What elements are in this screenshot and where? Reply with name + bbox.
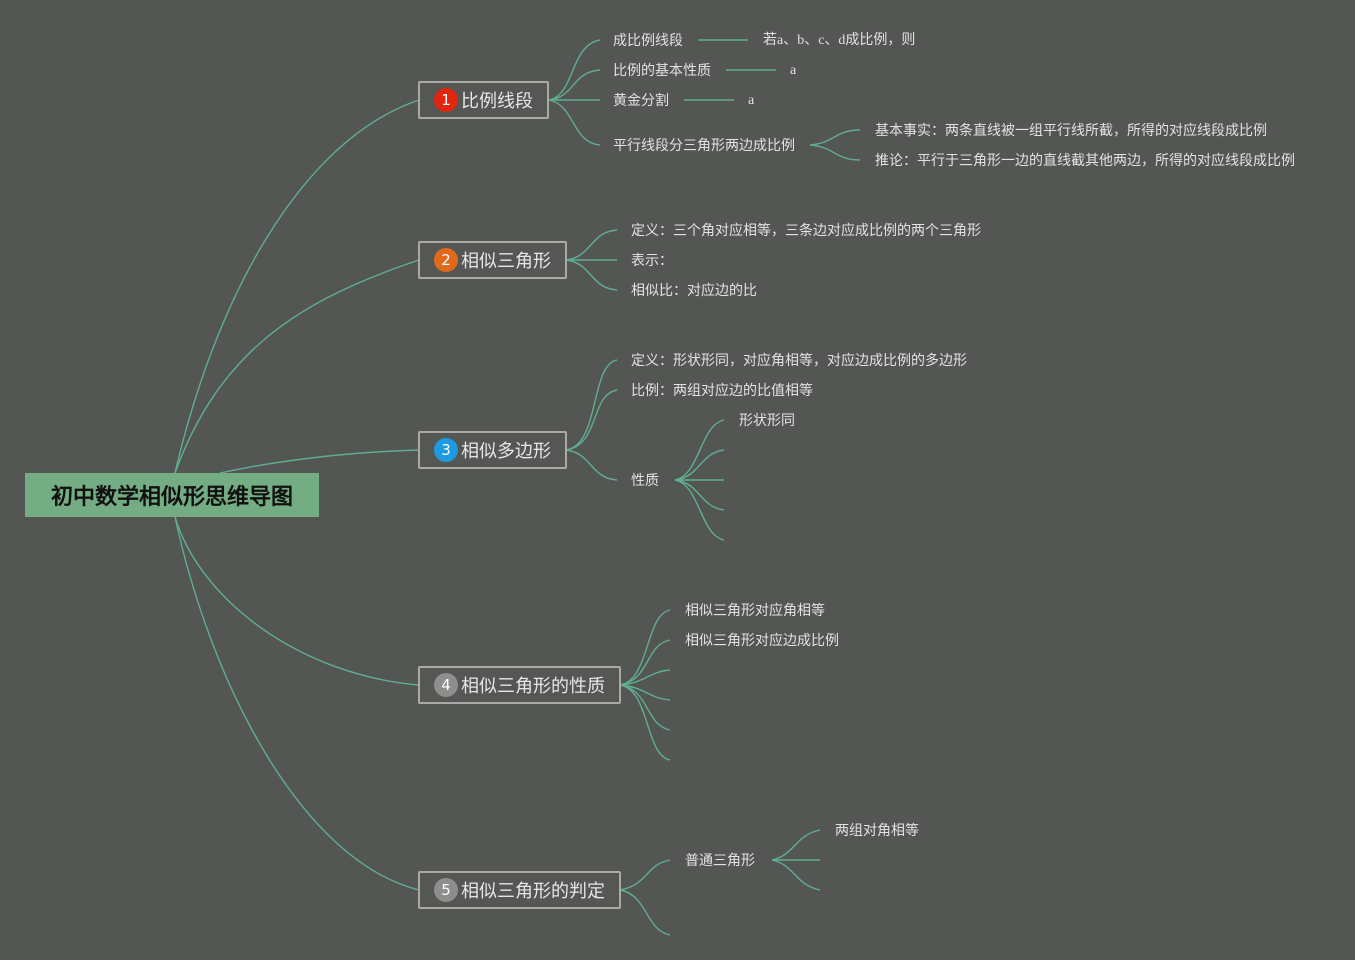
connector-b4-item6 (619, 684, 671, 761)
b1-item3-detail[interactable]: a (748, 93, 755, 108)
b2-item3-label[interactable]: 相似比：对应边的比 (631, 283, 757, 299)
branch-label-2: 相似三角形 (461, 251, 551, 272)
branch-label-4: 相似三角形的性质 (461, 676, 605, 697)
connector-root-branch-3 (219, 449, 420, 474)
b3-item3-child1[interactable]: 形状形同 (739, 413, 795, 429)
b3-item2-label[interactable]: 比例：两组对应边的比值相等 (631, 383, 813, 399)
branch-topic-2[interactable]: 2 相似三角形 (418, 241, 567, 279)
connector-b3-sub4 (674, 479, 725, 511)
connector-b5-sub1 (771, 829, 821, 861)
connector-b3-item3 (565, 449, 618, 481)
connector-root-branch-1 (174, 99, 420, 474)
branch-label-1: 比例线段 (461, 91, 533, 112)
badge-number-4: 4 (441, 676, 451, 694)
b1-item4-child2[interactable]: 推论：平行于三角形一边的直线截其他两边，所得的对应线段成比例 (875, 153, 1295, 169)
connector-b2-item3 (565, 259, 618, 291)
connector-b1-item4 (548, 99, 601, 146)
orange-circle-icon: 2 (434, 248, 458, 272)
connector-root-branch-2 (174, 259, 420, 474)
b2-item2-label[interactable]: 表示： (631, 253, 673, 269)
b1-item1-detail[interactable]: 若a、b、c、d成比例，则 (763, 33, 916, 48)
b1-item1-label[interactable]: 成比例线段 (613, 33, 683, 49)
b1-item4-child1[interactable]: 基本事实：两条直线被一组平行线所截，所得的对应线段成比例 (875, 123, 1267, 139)
root-topic[interactable]: 初中数学相似形思维导图 (25, 473, 319, 517)
b1-item2-detail[interactable]: a (790, 63, 797, 78)
connector-b4-item5 (619, 684, 671, 731)
red-circle-icon: 1 (434, 88, 458, 112)
branch-topic-1[interactable]: 1 比例线段 (418, 81, 549, 119)
b4-item1-label[interactable]: 相似三角形对应角相等 (685, 603, 825, 619)
root-title: 初中数学相似形思维导图 (50, 485, 293, 510)
connector-b3-item2 (565, 389, 618, 451)
gray-circle-icon: 5 (434, 878, 458, 902)
connector-b1-item2 (548, 69, 601, 101)
branch-topic-5[interactable]: 5 相似三角形的判定 (418, 871, 621, 909)
connector-b1-item4-child2 (809, 144, 861, 161)
connector-b3-sub2 (674, 449, 725, 481)
b3-item3-label[interactable]: 性质 (631, 473, 659, 489)
connector-b4-item1 (619, 609, 671, 686)
connector-b1-item4-child1 (809, 129, 861, 146)
connector-b4-item2 (619, 639, 671, 686)
connector-b5-item2 (619, 889, 671, 936)
b3-item1-label[interactable]: 定义：形状形同，对应角相等，对应边成比例的多边形 (631, 353, 967, 369)
connector-b2-item1 (565, 229, 618, 261)
connector-b5-item1 (619, 859, 671, 891)
branch-topic-3[interactable]: 3 相似多边形 (418, 431, 567, 469)
b1-item2-label[interactable]: 比例的基本性质 (613, 63, 711, 79)
gray-circle-icon: 4 (434, 673, 458, 697)
badge-number-5: 5 (441, 881, 451, 899)
connector-b4-item3 (619, 669, 671, 686)
connector-b3-sub1 (674, 419, 725, 481)
branch-label-3: 相似多边形 (461, 441, 551, 462)
badge-number-3: 3 (441, 441, 451, 459)
b5-item1-child1[interactable]: 两组对角相等 (835, 823, 919, 839)
b1-item3-label[interactable]: 黄金分割 (613, 93, 669, 109)
blue-circle-icon: 3 (434, 438, 458, 462)
connector-root-branch-5 (174, 516, 420, 891)
branch-label-5: 相似三角形的判定 (461, 881, 605, 902)
b5-item1-label[interactable]: 普通三角形 (685, 853, 755, 869)
connector-b5-sub3 (771, 859, 821, 891)
b4-item2-label[interactable]: 相似三角形对应边成比例 (685, 633, 839, 649)
b2-item1-label[interactable]: 定义：三个角对应相等，三条边对应成比例的两个三角形 (631, 223, 981, 239)
b1-item4-label[interactable]: 平行线段分三角形两边成比例 (613, 138, 795, 154)
connector-b3-item1 (565, 359, 618, 451)
badge-number-1: 1 (441, 91, 451, 109)
connector-root-branch-4 (174, 516, 420, 686)
connector-b1-item1 (548, 39, 601, 101)
badge-number-2: 2 (441, 251, 451, 269)
branch-topic-4[interactable]: 4 相似三角形的性质 (418, 666, 621, 704)
connector-b3-sub5 (674, 479, 725, 541)
